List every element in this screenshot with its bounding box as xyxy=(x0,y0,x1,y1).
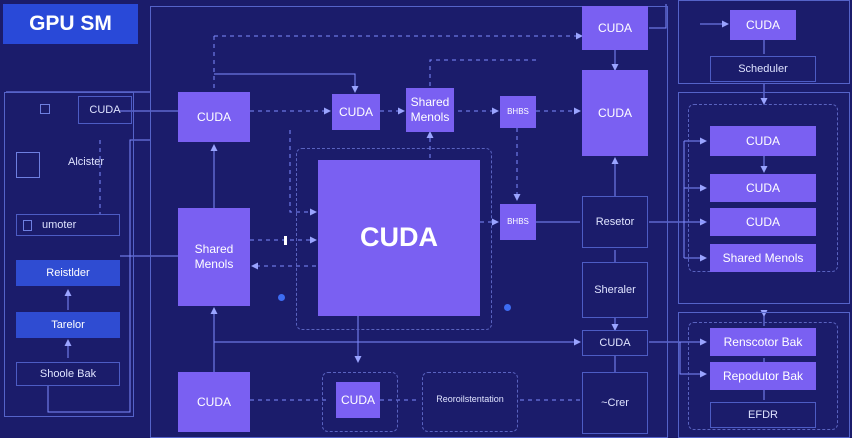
cuda-block-mid-right: CUDA xyxy=(582,70,648,156)
node-dot xyxy=(504,304,511,311)
umoter-label: umoter xyxy=(42,219,77,231)
tarelor-box: Tarelor xyxy=(16,312,120,338)
panel-icon xyxy=(16,152,40,178)
chip-icon xyxy=(40,104,50,114)
left-cuda-box: CUDA xyxy=(78,96,132,124)
shared-memory-left: Shared Menols xyxy=(178,208,250,306)
left-panel-frame xyxy=(4,92,134,417)
small-cuda-region xyxy=(322,372,398,432)
reoroilstentation-label: Reoroilstentation xyxy=(436,394,504,404)
shoole-bak-box: Shoole Bak xyxy=(16,362,120,386)
port-marker xyxy=(284,236,287,245)
cuda-main-block: CUDA xyxy=(318,160,480,316)
right-cuda-top: CUDA xyxy=(730,10,796,40)
reoroil-region xyxy=(422,372,518,432)
cuda-block-b: CUDA xyxy=(332,94,380,130)
crer-box: ~Crer xyxy=(582,372,648,434)
page-title: GPU SM xyxy=(3,4,138,44)
cuda-core-region xyxy=(296,148,492,330)
bhbs-top: BHBS xyxy=(500,96,536,128)
cuda-block-top-right: CUDA xyxy=(582,6,648,50)
right-top-frame xyxy=(678,0,850,84)
reistlder-box: Reistlder xyxy=(16,260,120,286)
cuda-block-bottom-center: CUDA xyxy=(336,382,380,418)
right-cuda-3: CUDA xyxy=(710,208,816,236)
scheduler-box: Scheduler xyxy=(710,56,816,82)
sheraler-box: Sheraler xyxy=(582,262,648,318)
umoter-row: umoter xyxy=(16,214,120,236)
right-cuda-2: CUDA xyxy=(710,174,816,202)
efdr-box: EFDR xyxy=(710,402,816,428)
bak-cluster-region xyxy=(688,322,838,430)
resistor-box: Resetor xyxy=(582,196,648,248)
right-cuda-1: CUDA xyxy=(710,126,816,156)
bhbs-mid: BHBS xyxy=(500,204,536,240)
right-mid-frame xyxy=(678,92,850,304)
shared-memory-top: Shared Menols xyxy=(406,88,454,132)
cuda-block-bottom-left: CUDA xyxy=(178,372,250,432)
renscotor-bak-box: Renscotor Bak xyxy=(710,328,816,356)
doc-icon xyxy=(23,219,32,231)
right-shared-memory: Shared Menols xyxy=(710,244,816,272)
cuda-small-box: CUDA xyxy=(582,330,648,356)
repodutor-bak-box: Repodutor Bak xyxy=(710,362,816,390)
node-dot xyxy=(278,294,285,301)
alcister-label: Alcister xyxy=(68,156,105,168)
cuda-block-a: CUDA xyxy=(178,92,250,142)
